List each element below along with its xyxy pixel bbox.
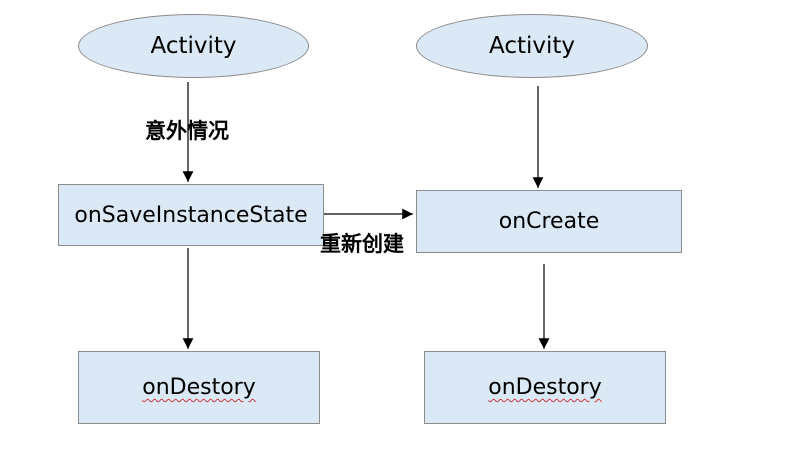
- on-create-label: onCreate: [498, 209, 600, 234]
- activity-node-left: Activity: [78, 14, 309, 78]
- on-destroy-node-right: onDestory: [424, 351, 666, 424]
- on-destroy-left-label: onDestory: [142, 375, 256, 400]
- unexpected-situation-label: 意外情况: [145, 119, 229, 143]
- recreate-label: 重新创建: [320, 232, 404, 256]
- activity-node-right-label: Activity: [488, 33, 575, 59]
- activity-node-right: Activity: [416, 14, 648, 78]
- activity-node-left-label: Activity: [150, 33, 237, 59]
- on-save-instance-state-label: onSaveInstanceState: [74, 202, 308, 228]
- on-destroy-node-left: onDestory: [78, 351, 320, 424]
- on-create-node: onCreate: [416, 190, 682, 253]
- on-save-instance-state-node: onSaveInstanceState: [58, 184, 324, 246]
- on-destroy-right-label: onDestory: [488, 375, 602, 400]
